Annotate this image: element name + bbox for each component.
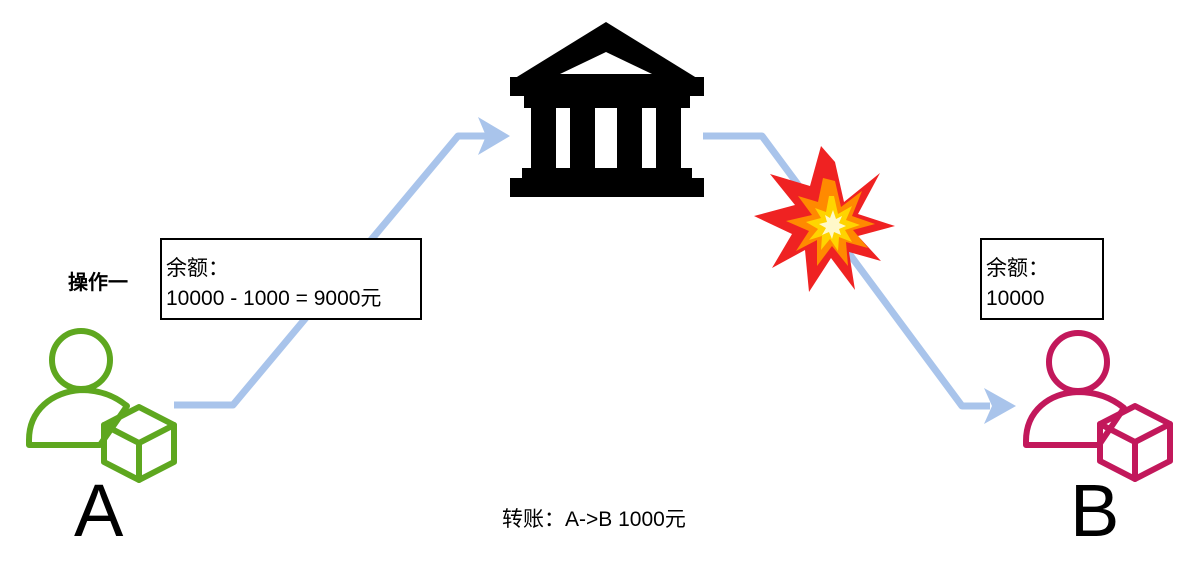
cube-icon-edge [101, 422, 177, 483]
user-a-head [49, 328, 113, 392]
user-b-icon [1023, 330, 1173, 482]
balance-value-b: 10000 [986, 287, 1045, 310]
explosion-icon [754, 146, 895, 292]
user-b-body [1023, 389, 1127, 448]
balance-title-b: 余额： [986, 257, 1049, 280]
user-a-label: A [74, 469, 124, 552]
balance-box-a: 余额： 10000 - 1000 = 9000元 [160, 238, 422, 320]
balance-box-b: 余额： 10000 [980, 238, 1104, 320]
bank-icon [510, 22, 704, 197]
step-label: 操作一 [68, 272, 128, 294]
transfer-caption: 转账：A->B 1000元 [502, 508, 686, 531]
user-a-icon [26, 328, 177, 483]
balance-title-a: 余额： [166, 257, 229, 280]
user-a-body [26, 387, 130, 448]
arrowhead-to-bank [478, 117, 510, 155]
user-b-head [1046, 330, 1110, 394]
user-b-label: B [1070, 469, 1120, 552]
balance-value-a: 10000 - 1000 = 9000元 [166, 287, 382, 310]
flow-line-bank-to-b [703, 132, 990, 410]
cube-icon-edge [1097, 421, 1173, 482]
arrowhead-to-b [984, 388, 1016, 424]
